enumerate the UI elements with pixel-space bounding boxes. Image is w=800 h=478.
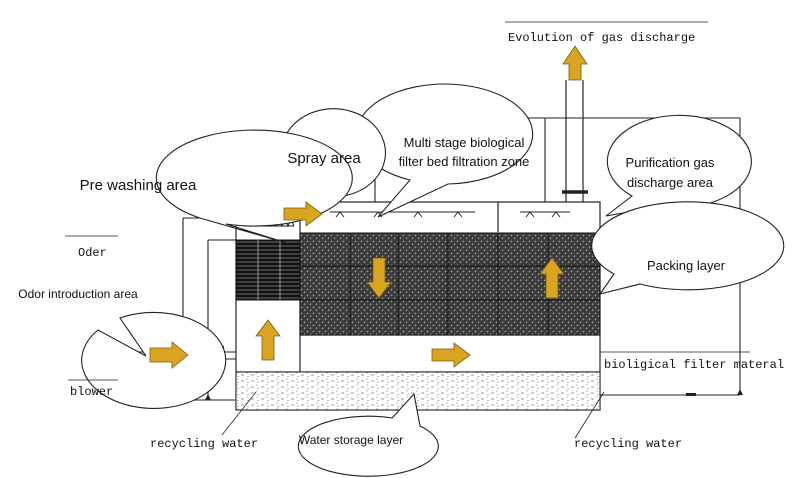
packing-layer-grid [300,233,600,335]
arrow-exhaust-up-icon [562,45,588,81]
recycling-water-left-label: recycling water [150,437,258,451]
arrow-spray-right-icon [283,201,323,227]
bio-filter-material-label: bioligical filter materal [604,358,784,372]
multi-stage-label-line2: filter bed filtration zone [399,154,530,169]
exhaust-stack [562,80,588,202]
evolution-label: Evolution of gas discharge [508,31,695,45]
recycling-water-right-label: recycling water [574,437,682,451]
pre-wash-packing-lines [257,240,281,300]
leader-lines [65,21,750,439]
pre-washing-label: Pre washing area [80,177,197,194]
bubble-water-storage [297,392,439,477]
multi-stage-label-line1: Multi stage biological [404,135,525,150]
water-storage-fill [235,371,601,411]
arrow-inlet-right-icon [149,341,189,369]
flow-arrows [149,45,588,369]
odor-intro-label: Odor introduction area [18,287,138,301]
arrow-filter-down-icon [366,257,392,299]
pre-wash-packing [235,239,301,301]
purification-label-line1: Purification gas [626,155,715,170]
blower-label: blower [70,385,113,399]
bubble-purification [605,114,752,217]
arrow-filter-up-icon [539,257,565,299]
packing-layer-label: Packing layer [647,258,726,273]
arrow-bottom-right-icon [431,342,471,368]
arrow-prewash-up-icon [255,319,281,361]
water-storage-label: Water storage layer [299,433,403,447]
bubble-packing-layer [591,201,785,295]
spray-area-label: Spray area [287,150,361,167]
oder-label: Oder [78,246,107,260]
purification-label-line2: discharge area [627,175,714,190]
